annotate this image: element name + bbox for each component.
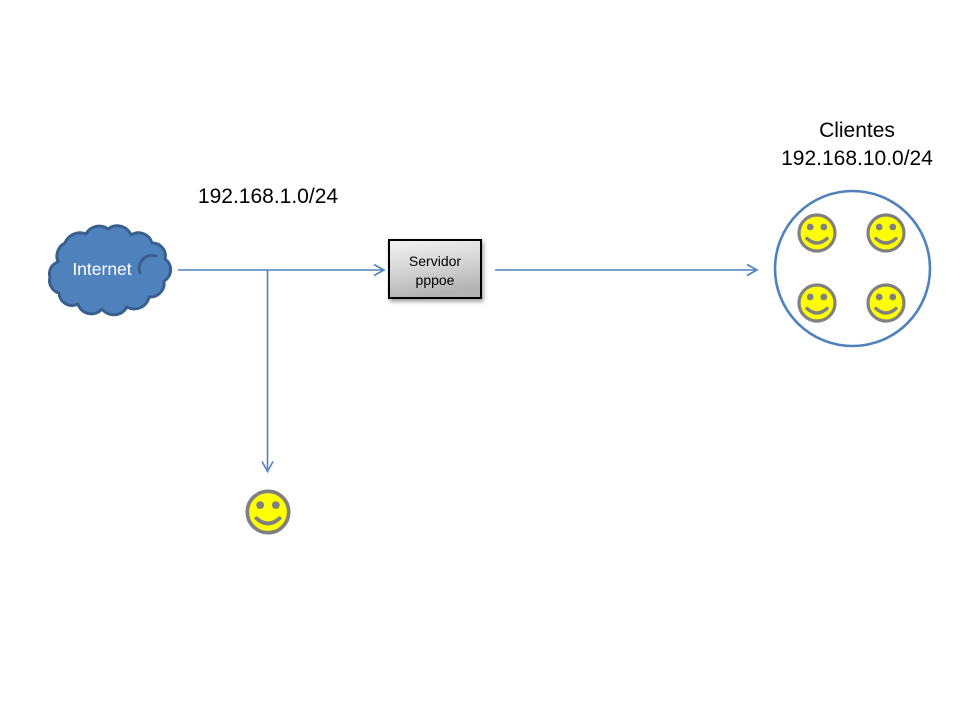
arrowhead-right-icon — [373, 263, 386, 277]
single-client-smiley-icon — [245, 489, 291, 535]
cloud-shape — [48, 224, 173, 317]
clients-boundary-circle — [773, 189, 932, 348]
arrowhead-down-icon — [261, 461, 274, 474]
cloud-inner-curl — [137, 253, 158, 275]
internet-cloud: Internet — [48, 224, 173, 317]
client-smiley-icon — [797, 283, 837, 323]
client-smiley-icon — [866, 213, 906, 253]
arrowhead-right-icon — [746, 263, 759, 277]
client-smiley-icon — [866, 283, 906, 323]
clients-subnet-label: 192.168.10.0/24 — [781, 147, 933, 170]
client-smiley-icon — [797, 213, 837, 253]
pppoe-server-node: Servidor pppoe — [388, 239, 482, 299]
server-box — [388, 239, 482, 299]
clients-title: Clientes — [819, 119, 895, 142]
server-label-line2: pppoe — [416, 272, 455, 288]
wan-subnet-label: 192.168.1.0/24 — [198, 185, 338, 208]
clients-group — [773, 189, 932, 348]
server-label-line1: Servidor — [409, 253, 461, 269]
internet-label: Internet — [72, 259, 131, 279]
